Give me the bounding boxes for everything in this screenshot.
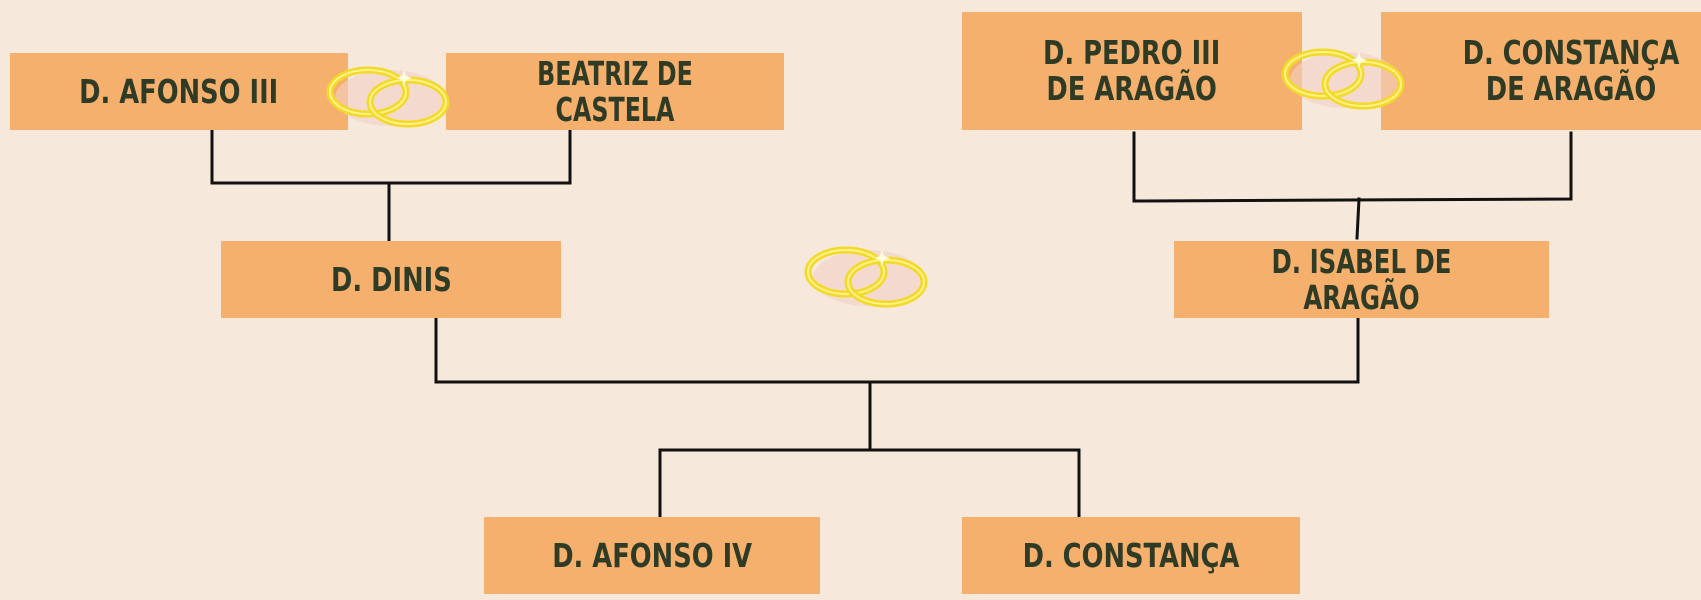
person-box-beatriz-de-castela: BEATRIZ DE CASTELA: [446, 53, 784, 130]
person-name-constanca-de-aragao: D. CONSTANÇA DE ARAGÃO: [1462, 33, 1680, 108]
person-name-constanca: D. CONSTANÇA: [1022, 535, 1240, 575]
person-name-dinis: D. DINIS: [330, 259, 452, 299]
person-box-constanca-de-aragao: D. CONSTANÇA DE ARAGÃO: [1381, 12, 1701, 130]
person-name-isabel-de-aragao: D. ISABEL DE ARAGÃO: [1271, 241, 1452, 317]
person-name-pedro-iii: D. PEDRO III DE ARAGÃO: [1043, 33, 1221, 108]
person-box-pedro-iii: D. PEDRO III DE ARAGÃO: [962, 12, 1302, 130]
person-box-afonso-iv: D. AFONSO IV: [484, 517, 820, 594]
person-box-constanca: D. CONSTANÇA: [962, 517, 1300, 594]
person-box-isabel-de-aragao: D. ISABEL DE ARAGÃO: [1174, 241, 1549, 318]
connector-dinis-isabel: [434, 312, 1360, 384]
connector-afonso3-beatriz: [210, 114, 572, 185]
person-box-afonso-iii: D. AFONSO III: [10, 53, 348, 130]
connector-children: [658, 448, 1081, 518]
wedding-rings-icon: [1281, 48, 1405, 110]
person-name-afonso-iii: D. AFONSO III: [79, 71, 279, 111]
connector-pedro3-constanca: [1132, 131, 1573, 203]
wedding-rings-icon: [804, 246, 928, 308]
wedding-rings-icon: [326, 66, 450, 128]
person-box-dinis: D. DINIS: [221, 241, 561, 318]
person-name-beatriz-de-castela: BEATRIZ DE CASTELA: [537, 53, 693, 129]
person-name-afonso-iv: D. AFONSO IV: [552, 535, 752, 575]
connector-to-isabel: [1355, 197, 1361, 240]
